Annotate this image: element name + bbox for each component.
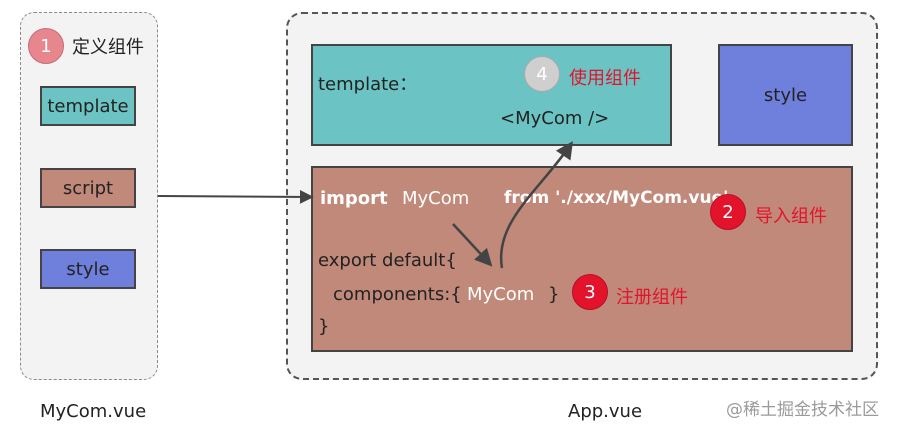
- use-component-label: 使用组件: [569, 68, 641, 89]
- app-template-label: template：: [318, 74, 418, 95]
- register-to-usage-arrow: [499, 141, 573, 269]
- mycom-template-box: template: [40, 86, 136, 126]
- script-to-import-arrow: [157, 189, 314, 204]
- import-to-register-arrow: [452, 223, 493, 267]
- script-closing-brace: }: [318, 316, 330, 337]
- import-component-label: 导入组件: [755, 206, 827, 227]
- step-4-badge: 4: [524, 56, 560, 92]
- app-style-label: style: [763, 84, 808, 106]
- mycom-template-label: template: [47, 95, 129, 117]
- app-script-box: [311, 166, 853, 352]
- step-4-number: 4: [536, 63, 548, 85]
- import-component-name: MyCom: [402, 188, 470, 209]
- step-3-badge: 3: [572, 274, 608, 310]
- import-source-path: from './xxx/MyCom.vue': [504, 188, 729, 208]
- step-2-number: 2: [722, 201, 734, 223]
- component-usage-tag: <MyCom />: [500, 108, 610, 129]
- mycom-style-label: style: [66, 258, 110, 280]
- mycom-file-caption: MyCom.vue: [40, 401, 147, 422]
- mycom-style-box: style: [40, 249, 136, 289]
- define-component-label: 定义组件: [72, 37, 144, 58]
- step-3-number: 3: [584, 281, 596, 303]
- components-close: }: [548, 284, 560, 305]
- step-1-number: 1: [40, 35, 52, 57]
- register-component-label: 注册组件: [616, 287, 688, 308]
- step-2-badge: 2: [710, 194, 746, 230]
- export-default-line: export default{: [318, 250, 457, 271]
- mycom-script-label: script: [62, 177, 114, 199]
- components-name: MyCom: [467, 284, 535, 305]
- components-open: components:{: [333, 284, 462, 305]
- app-style-box: style: [718, 44, 853, 146]
- app-template-box: [311, 44, 672, 146]
- step-1-badge: 1: [28, 28, 64, 64]
- app-file-caption: App.vue: [568, 401, 643, 422]
- watermark: @稀土掘金技术社区: [726, 400, 879, 420]
- import-keyword: import: [320, 188, 388, 209]
- mycom-script-box: script: [40, 168, 136, 208]
